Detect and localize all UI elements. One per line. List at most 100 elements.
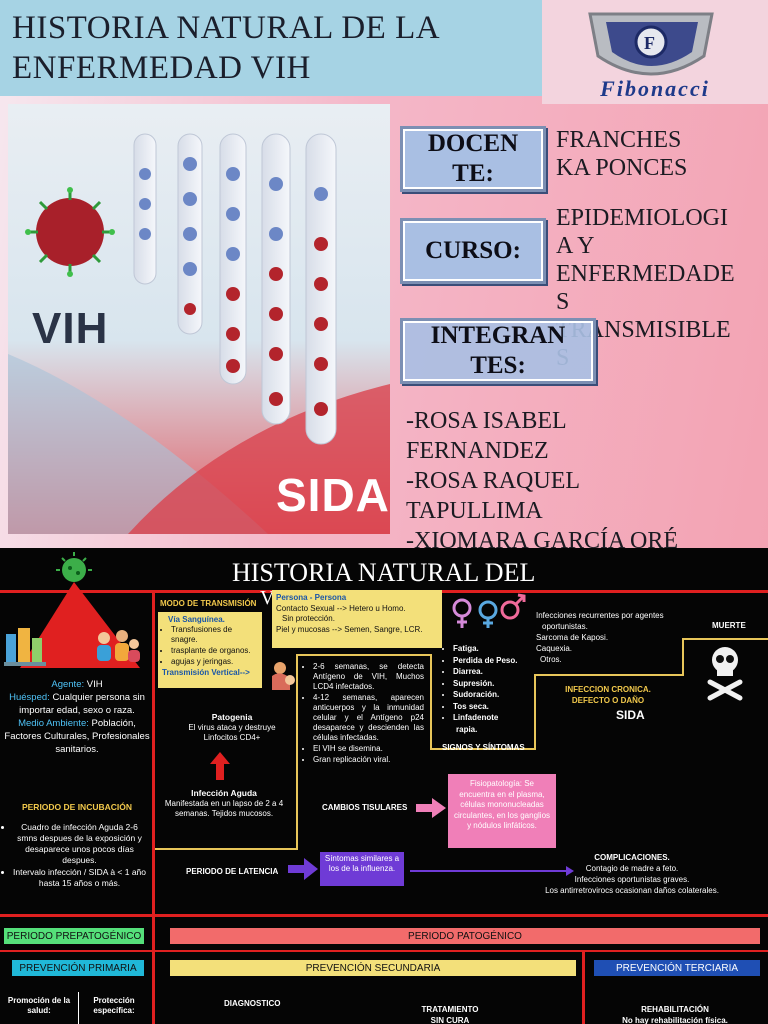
curso-label: CURSO: [400, 218, 546, 284]
sintomas-box: Síntomas similares a los de la influenza… [320, 852, 404, 886]
list-item: 4-12 semanas, aparecen anticuerpos y la … [313, 693, 424, 743]
rehabilitacion-line2: No hay rehabilitación física. [622, 1016, 728, 1024]
integrantes-label-line1: INTEGRAN [430, 322, 566, 349]
svg-text:F: F [644, 33, 655, 53]
stair-line [296, 654, 430, 656]
docente-value-line2: KA PONCES [556, 155, 688, 181]
gender-symbols-icon [452, 593, 526, 628]
list-item: El VIH se disemina. [313, 744, 424, 754]
slide-title-line1: HISTORIA NATURAL DE LA [12, 10, 441, 46]
agente-label: Agente: [51, 679, 85, 690]
infecciones-recurrentes: Infecciones recurrentes por agentes opor… [536, 610, 686, 665]
left-red-divider [152, 590, 155, 1024]
logo-wordmark: Fibonacci [600, 76, 710, 101]
periodo-patogenico: PERIODO PATOGÉNICO [170, 928, 760, 944]
sanguinea-title: Vía Sanguínea. [168, 615, 225, 624]
integrante-line: FERNANDEZ [406, 438, 549, 464]
slide-title-line2: ENFERMEDAD VIH [12, 50, 311, 86]
integrantes-list: -ROSA ISABEL FERNANDEZ -ROSA RAQUEL TAPU… [406, 406, 766, 548]
incubacion-list: Cuadro de infección Aguda 2-6 smns despu… [4, 822, 146, 890]
triad-illustration [4, 552, 140, 668]
arrow-right-icon [288, 858, 318, 880]
vih-sida-image: VIH SIDA [8, 104, 390, 534]
integrante-line: TAPULLIMA [406, 498, 543, 524]
signos-title: SIGNOS Y SÍNTOMAS [442, 743, 525, 752]
prevencion-secundaria: PREVENCIÓN SECUNDARIA [170, 960, 576, 976]
list-item: Supresión. [453, 679, 534, 690]
curso-value-line: A Y [556, 233, 595, 259]
vertical-transmission: Transmisión Vertical--> [162, 668, 250, 677]
terciaria-divider [582, 952, 585, 1024]
docente-value-line1: FRANCHES [556, 127, 682, 153]
infographic-title-line1: HISTORIA NATURAL DEL [232, 558, 536, 587]
title-banner [0, 0, 542, 96]
stair-line [534, 674, 684, 676]
title-slide: HISTORIA NATURAL DE LA ENFERMEDAD VIH F … [0, 0, 768, 548]
complicaciones-line: Infecciones oportunistas graves. [574, 875, 690, 884]
list-item: Diarrea. [453, 667, 534, 678]
list-item: Gran replicación viral. [313, 755, 424, 765]
persona-line: Sin protección. [282, 614, 335, 623]
curso-value-line: EPIDEMIOLOGI [556, 205, 728, 231]
semanas-list: 2-6 semanas, se detecta Antígeno de VIH,… [304, 662, 424, 766]
list-item: Intervalo infección / SIDA à < 1 año has… [13, 867, 146, 889]
rehabilitacion: REHABILITACIÓN No hay rehabilitación fís… [600, 1004, 750, 1024]
promocion-divider [78, 992, 79, 1024]
docente-value: FRANCHES KA PONCES [556, 126, 756, 182]
infeccion-cronica: INFECCION CRONICA. DEFECTO O DAÑO [565, 685, 651, 705]
tratamiento-line2: SIN CURA [430, 1016, 470, 1024]
complicaciones-title: COMPLICACIONES. [594, 853, 670, 862]
list-item: Sudoración. [453, 690, 534, 701]
curso-value-line: ENFERMEDADE [556, 261, 735, 287]
prevencion-primaria: PREVENCIÓN PRIMARIA [12, 960, 144, 976]
integrante-line: -XIOMARA GARCÍA ORÉ [406, 528, 679, 548]
sanguinea-box: Vía Sanguínea. Transfusiones de snagre. … [158, 612, 262, 688]
infeccion-aguda-title: Infección Aguda [191, 788, 257, 798]
list-item: Perdida de Peso. [453, 656, 534, 667]
medio-label: Medio Ambiente: [18, 718, 89, 729]
skull-crossbones-icon [707, 647, 743, 701]
muerte-label: MUERTE [712, 621, 746, 630]
stair-line [682, 638, 684, 676]
stair-line [430, 654, 432, 750]
latencia-line [410, 870, 570, 872]
list-item: 2-6 semanas, se detecta Antígeno de VIH,… [313, 662, 424, 692]
complicaciones-line: Contagio de madre a feto. [585, 864, 679, 873]
test-tubes [133, 133, 337, 445]
test-tubes-illustration [8, 133, 390, 534]
integrante-line: -ROSA ISABEL [406, 408, 567, 434]
patogenia-text: El virus ataca y destruye Linfocitos CD4… [188, 722, 276, 743]
infeccion-aguda: Infección Aguda Manifestada en un lapso … [156, 788, 292, 820]
stair-line [534, 674, 536, 750]
tratamiento: TRATAMIENTO SIN CURA [420, 1004, 480, 1024]
agente-value: VIH [86, 679, 103, 690]
docente-label-line1: DOCEN [427, 130, 519, 157]
arrow-head-icon [566, 866, 574, 876]
diagnostico-label: DIAGNOSTICO [224, 999, 281, 1008]
arrow-right-icon [416, 798, 446, 818]
cambios-tisulares: CAMBIOS TISULARES [322, 803, 408, 812]
list-item: Transfusiones de snagre. [171, 625, 258, 645]
list-item: agujas y jeringas. [171, 657, 258, 667]
recurrentes-line: Otros. [540, 655, 562, 664]
sida-label: SIDA [616, 708, 645, 722]
list-item: Cuadro de infección Aguda 2-6 smns despu… [13, 822, 146, 866]
integrantes-label-line2: TES: [470, 352, 526, 379]
recurrentes-line: oportunistas. [542, 622, 588, 631]
virus-icon [25, 187, 115, 277]
promocion-label: Promoción de la salud: [7, 996, 71, 1015]
persona-box: Persona - Persona Contacto Sexual --> He… [272, 590, 442, 648]
docente-label-line2: TE: [452, 160, 494, 187]
prevencion-terciaria: PREVENCIÓN TERCIARIA [594, 960, 760, 976]
slide-title: HISTORIA NATURAL DE LA ENFERMEDAD VIH [12, 8, 532, 88]
bottom-red-rule [0, 914, 768, 917]
patogenia: Patogenia El virus ataca y destruye Linf… [180, 712, 284, 744]
huesped-value: Cualquier persona sin importar edad, sex… [19, 692, 145, 716]
huesped-label: Huésped: [9, 692, 50, 703]
mother-child-icon [272, 662, 295, 690]
stair-line [682, 638, 768, 640]
stair-line [155, 848, 298, 850]
arrow-up-icon [210, 752, 230, 780]
incubacion-title: PERIODO DE INCUBACIÓN [21, 802, 133, 812]
photo-label-vih: VIH [32, 304, 109, 353]
